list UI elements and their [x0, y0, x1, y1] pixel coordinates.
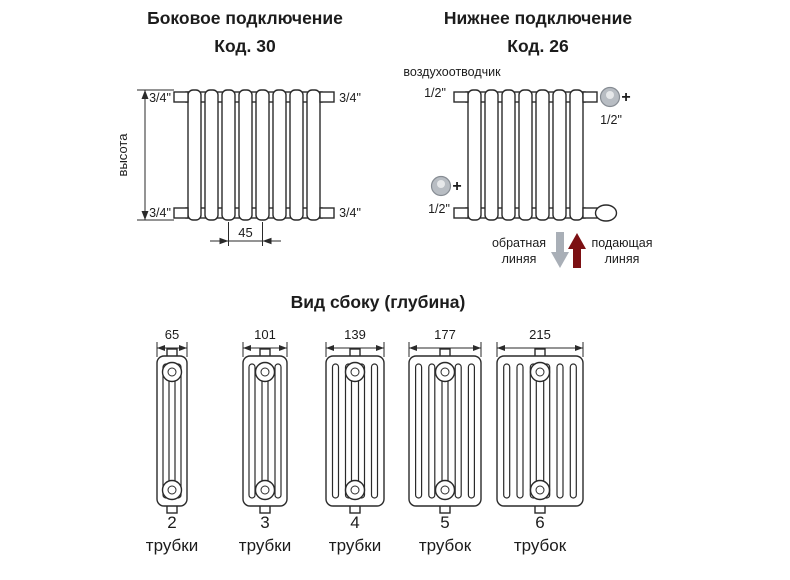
air-vent-label: воздухоотводчик — [403, 65, 501, 79]
depth-dim: 215 — [529, 327, 551, 342]
radiator-front-view-bottom — [453, 89, 618, 222]
bottom-connection-title: Нижнее подключение — [444, 8, 632, 28]
height-label: высота — [115, 133, 130, 177]
tube-unit: трубок — [514, 536, 567, 555]
fitting-bottom-right — [319, 207, 335, 219]
side-view-unit-6: 215 6 трубок — [496, 327, 584, 555]
supply-line-arrow-icon — [568, 233, 586, 268]
plus-sign-bottom: + — [452, 178, 461, 195]
bottom-connection-section: Нижнее подключение Код. 26 воздухоотводч… — [403, 8, 653, 268]
air-vent-fitting — [453, 91, 469, 103]
side-view-unit-5: 177 5 трубок — [408, 327, 482, 555]
side-view-unit-4: 139 4 трубки — [325, 327, 385, 555]
plug-kit-bottom-left: + 1/2" — [428, 175, 462, 216]
fitting-size-top-left: 3/4" — [149, 91, 171, 105]
plug-size-bottom: 1/2" — [428, 202, 450, 216]
fitting-top-right — [582, 91, 598, 103]
depth-dim: 139 — [344, 327, 366, 342]
supply-line-label-1: подающая — [591, 236, 652, 250]
depth-dim: 65 — [165, 327, 179, 342]
return-line-arrow-icon — [551, 232, 569, 268]
fitting-top-right — [319, 91, 335, 103]
plug-icon-detail — [606, 91, 614, 99]
tube-count: 2 — [167, 513, 176, 532]
bottom-connection-code: Код. 26 — [507, 36, 569, 56]
height-dimension: высота — [115, 89, 174, 221]
return-line-label-1: обратная — [492, 236, 546, 250]
plug-size-top: 1/2" — [600, 113, 622, 127]
tube-unit: трубки — [239, 536, 291, 555]
fitting-size-top-right: 3/4" — [339, 91, 361, 105]
side-view-unit-3: 101 3 трубки — [239, 327, 291, 555]
thermostatic-valve-icon — [594, 204, 618, 222]
depth-dim: 101 — [254, 327, 276, 342]
plug-icon-detail — [437, 180, 445, 188]
tube-count: 4 — [350, 513, 359, 532]
pitch-dim-value: 45 — [238, 225, 252, 240]
tube-count: 6 — [535, 513, 544, 532]
air-vent-size: 1/2" — [424, 86, 446, 100]
fitting-top-left — [173, 91, 189, 103]
side-connection-title: Боковое подключение — [147, 8, 343, 28]
tube-count: 3 — [260, 513, 269, 532]
tube-unit: трубок — [419, 536, 472, 555]
plus-sign-top: + — [621, 89, 630, 106]
fitting-size-bottom-right: 3/4" — [339, 206, 361, 220]
supply-line-label-2: линяя — [605, 252, 640, 266]
fitting-bottom-left — [453, 207, 469, 219]
side-view-section: Вид сбоку (глубина) 65 2 трубки 101 — [146, 292, 584, 555]
tube-unit: трубки — [146, 536, 198, 555]
pitch-dimension: 45 — [210, 222, 281, 246]
radiator-front-view-side — [173, 89, 335, 221]
plug-kit-top-right: + 1/2" — [599, 86, 631, 127]
return-line-label-2: линяя — [502, 252, 537, 266]
side-connection-code: Код. 30 — [214, 36, 276, 56]
side-view-title: Вид сбоку (глубина) — [291, 292, 466, 312]
side-connection-section: Боковое подключение Код. 30 высота 3 — [115, 8, 361, 246]
tube-count: 5 — [440, 513, 449, 532]
side-view-unit-2: 65 2 трубки — [146, 327, 198, 555]
tube-unit: трубки — [329, 536, 381, 555]
flow-direction-legend: обратная линяя подающая линяя — [492, 232, 653, 268]
fitting-size-bottom-left: 3/4" — [149, 206, 171, 220]
depth-dim: 177 — [434, 327, 456, 342]
fitting-bottom-left — [173, 207, 189, 219]
